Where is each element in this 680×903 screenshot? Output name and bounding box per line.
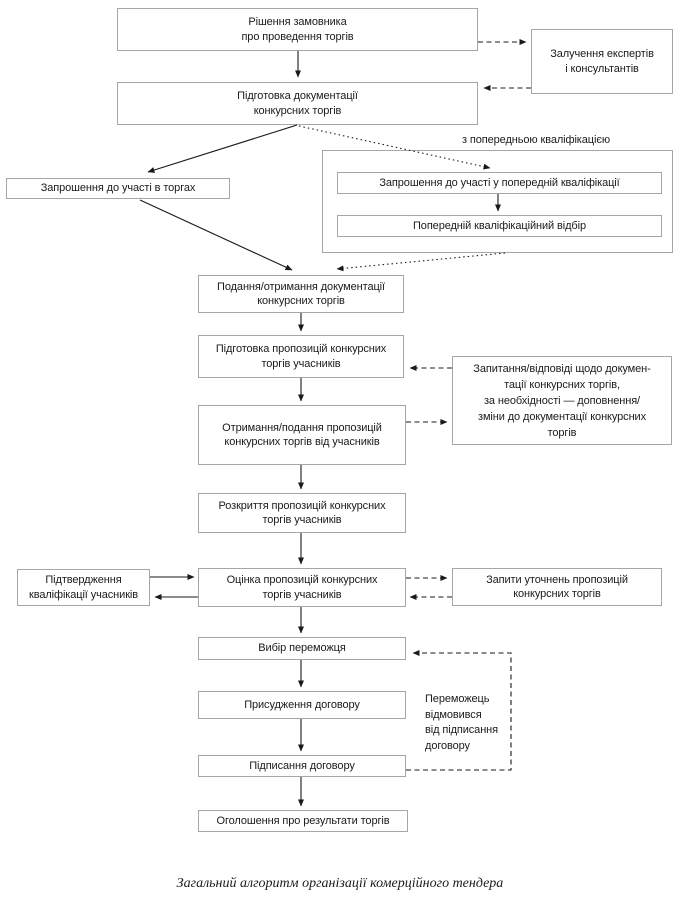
node-decision: Рішення замовника про проведення торгів bbox=[117, 8, 478, 51]
node-proposals-receive: Отримання/подання пропозицій конкурсних … bbox=[198, 405, 406, 465]
node-prequal-selection: Попередній кваліфікаційний відбір bbox=[337, 215, 662, 237]
prequal-group-label: з попередньою кваліфікацією bbox=[462, 134, 610, 146]
node-clarifications: Запити уточнень пропозицій конкурсних то… bbox=[452, 568, 662, 606]
node-experts: Залучення експертів і консультантів bbox=[531, 29, 673, 94]
winner-refused-note: Переможець відмовився від підписання дог… bbox=[425, 693, 499, 752]
node-qa: Запитання/відповіді щодо докумен- тації … bbox=[452, 356, 672, 445]
node-winner-select: Вибір переможця bbox=[198, 637, 406, 660]
node-invite-tender: Запрошення до участі в торгах bbox=[6, 178, 230, 199]
arrow-prequalgroup-docssubmit bbox=[336, 252, 506, 272]
node-invite-prequal: Запрошення до участі у попередній кваліф… bbox=[337, 172, 662, 194]
arrow-docsprep-invitetender bbox=[147, 124, 298, 173]
node-evaluation: Оцінка пропозицій конкурсних торгів учас… bbox=[198, 568, 406, 607]
node-results-announce: Оголошення про результати торгів bbox=[198, 810, 408, 832]
node-proposals-prep: Підготовка пропозицій конкурсних торгів … bbox=[198, 335, 404, 378]
node-docs-submit: Подання/отримання документації конкурсни… bbox=[198, 275, 404, 313]
prequal-group-frame bbox=[322, 150, 673, 253]
arrow-invitetender-docssubmit bbox=[139, 199, 293, 271]
node-contract-award: Присудження договору bbox=[198, 691, 406, 719]
node-qualification-confirm: Підтвердження кваліфікації учасників bbox=[17, 569, 150, 606]
node-contract-sign: Підписання договору bbox=[198, 755, 406, 777]
node-docs-prep: Підготовка документації конкурсних торгі… bbox=[117, 82, 478, 125]
node-proposals-open: Розкриття пропозицій конкурсних торгів у… bbox=[198, 493, 406, 533]
figure-caption: Загальний алгоритм організації комерційн… bbox=[176, 876, 504, 891]
